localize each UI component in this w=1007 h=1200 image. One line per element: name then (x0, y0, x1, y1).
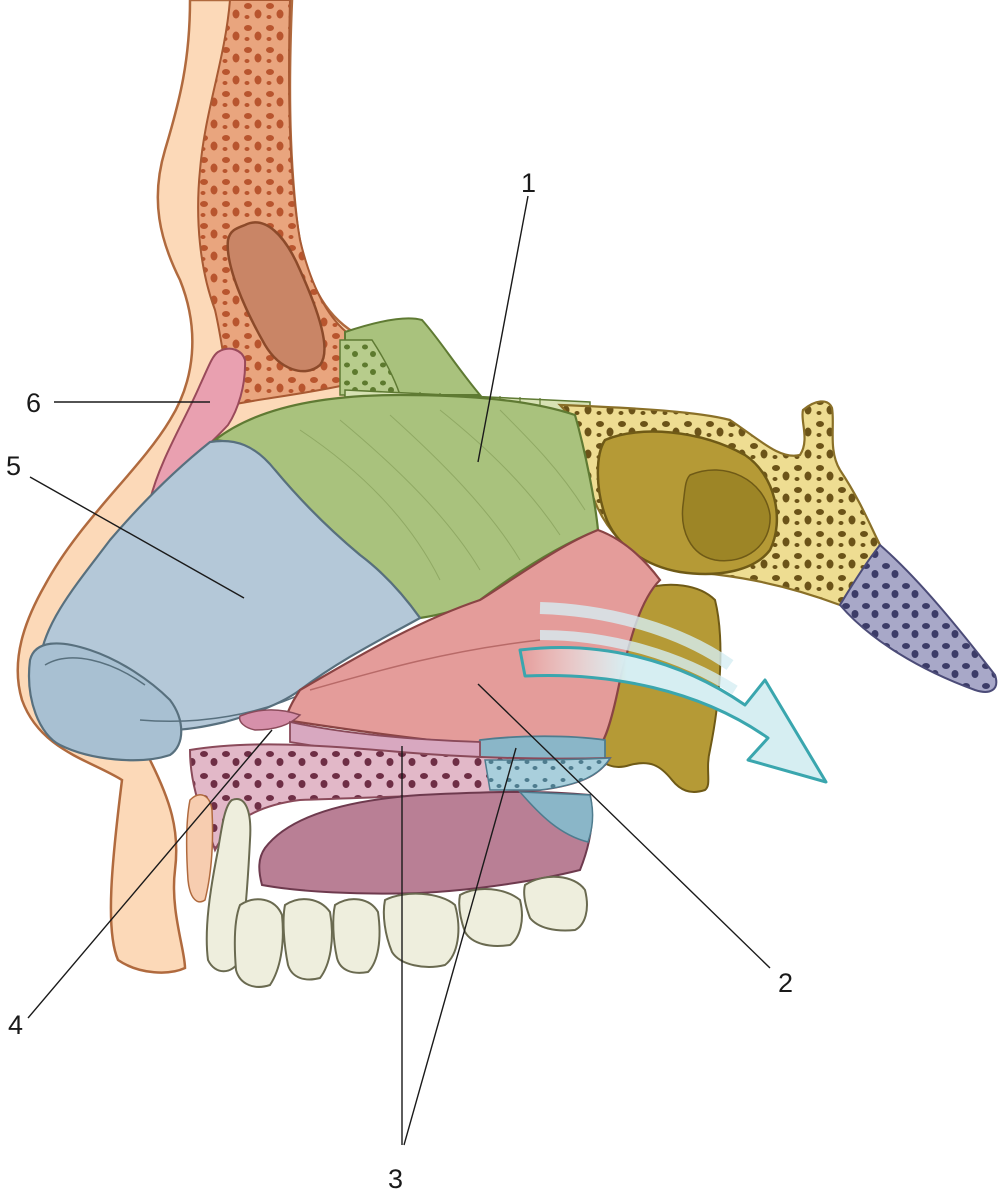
vomer-crest (309, 639, 541, 691)
basilar-occipital (838, 543, 998, 693)
airflow-arrow-body (518, 646, 828, 784)
canine-tooth (233, 898, 284, 988)
premolar-2 (332, 898, 381, 974)
molar-2 (458, 888, 523, 947)
airflow-stream-1 (539, 602, 734, 670)
premaxilla-crest (238, 709, 302, 731)
label-4: 4 (8, 1010, 23, 1040)
label-2: 2 (778, 968, 793, 998)
upper-lip (185, 794, 214, 903)
premolar-1 (282, 898, 333, 981)
alar-rim (44, 657, 146, 686)
molar-1 (382, 892, 460, 968)
leader-line-5 (29, 476, 245, 599)
leader-line-3b (403, 747, 517, 1146)
airflow-stream-2 (539, 630, 738, 695)
molar-3 (523, 875, 588, 932)
frontal-sinus (226, 221, 326, 373)
label-1: 1 (521, 168, 536, 198)
sphenoid-sinus-shade (681, 469, 771, 562)
label-5: 5 (6, 451, 21, 481)
label-3: 3 (388, 1164, 403, 1194)
oral-roof (258, 790, 593, 895)
upper-teeth (233, 875, 588, 988)
label-6: 6 (26, 388, 41, 418)
alar-cartilage (28, 642, 183, 762)
leader-line-1 (477, 195, 529, 463)
hard-palate-blue-end (484, 757, 612, 791)
leader-line-4 (27, 729, 273, 1019)
leader-line-2 (477, 683, 771, 969)
airflow-arrow (518, 602, 828, 784)
oral-roof-blue (518, 791, 594, 843)
septal-inferior-edge (139, 689, 311, 722)
ethmoid-texture (299, 409, 586, 581)
